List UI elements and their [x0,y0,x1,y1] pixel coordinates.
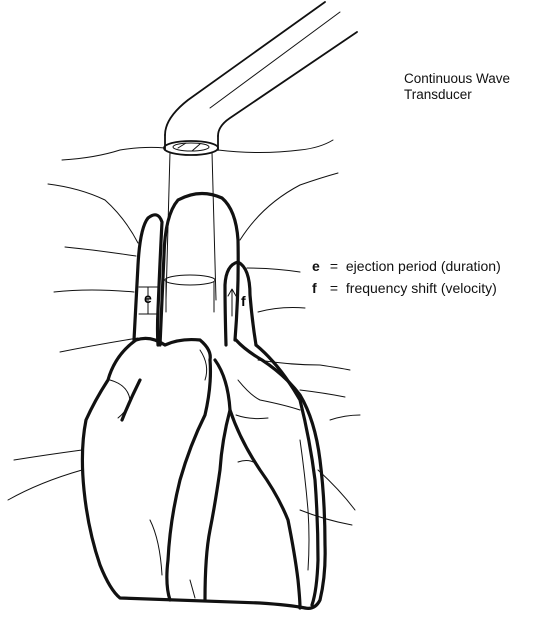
great-vessels [134,193,256,345]
sample-volume [165,275,215,312]
heart-body [82,338,325,608]
surrounding-lines-right [218,140,360,510]
surrounding-lines-left [8,147,165,500]
marker-f: f [241,293,246,309]
doppler-beam [166,152,216,300]
transducer-probe [164,2,357,155]
marker-e: e [144,290,152,306]
